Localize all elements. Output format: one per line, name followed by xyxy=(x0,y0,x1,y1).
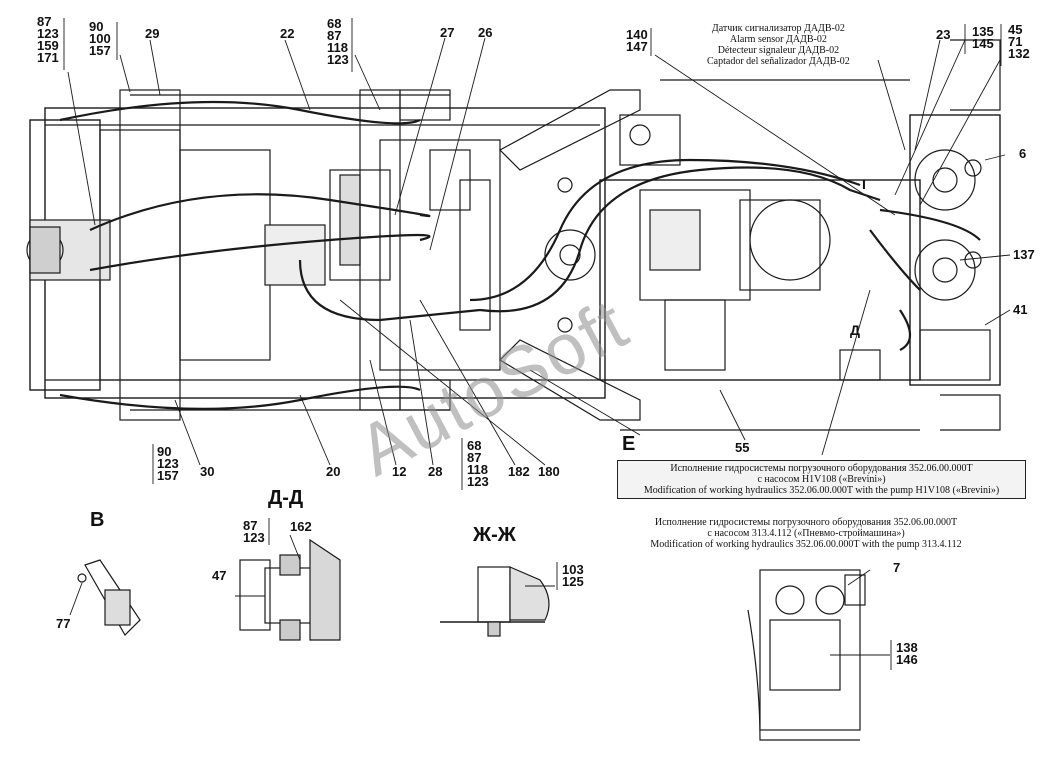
callout-41: 41 xyxy=(1013,302,1028,317)
leader-lines xyxy=(67,37,1011,466)
callout-137: 137 xyxy=(1013,247,1035,262)
callout-182: 182 xyxy=(508,464,530,479)
callout-28: 28 xyxy=(428,464,443,479)
brevini-variant-note: Исполнение гидросистемы погрузочного обо… xyxy=(617,460,1026,499)
pump-variant-drawing xyxy=(747,569,890,741)
view-d-marker: Д xyxy=(850,322,860,338)
callout-29: 29 xyxy=(145,26,160,41)
detail-b-drawing xyxy=(69,559,141,636)
callout-22: 22 xyxy=(280,26,295,41)
alarm-sensor-note: Датчик сигнализатор ДАДВ-02 Alarm sensor… xyxy=(707,23,850,67)
stack-dividers xyxy=(63,18,1002,670)
callout-162: 162 xyxy=(290,519,312,534)
callout-55: 55 xyxy=(735,440,750,455)
callout-180: 180 xyxy=(538,464,560,479)
callout-23: 23 xyxy=(936,27,951,42)
callout-12: 12 xyxy=(392,464,407,479)
pump-variant-note: Исполнение гидросистемы погрузочного обо… xyxy=(650,517,962,550)
hoses-left xyxy=(59,100,481,410)
view-b-label: В xyxy=(90,509,105,531)
section-zhzh-drawing xyxy=(440,566,555,637)
section-dd-drawing xyxy=(235,534,341,641)
callout-7: 7 xyxy=(893,560,901,575)
view-i-marker: I xyxy=(862,176,866,192)
view-e-label: E xyxy=(622,433,636,455)
callout-20: 20 xyxy=(326,464,341,479)
section-zhzh-label: Ж-Ж xyxy=(473,524,516,546)
section-dd-label: Д-Д xyxy=(268,487,304,509)
callout-27: 27 xyxy=(440,25,455,40)
callout-77: 77 xyxy=(56,616,71,631)
frame-rear-section xyxy=(499,39,1001,431)
callout-26: 26 xyxy=(478,25,493,40)
callout-47: 47 xyxy=(212,568,227,583)
callout-30: 30 xyxy=(200,464,215,479)
hoses-rear xyxy=(469,158,981,351)
callout-6: 6 xyxy=(1019,146,1027,161)
